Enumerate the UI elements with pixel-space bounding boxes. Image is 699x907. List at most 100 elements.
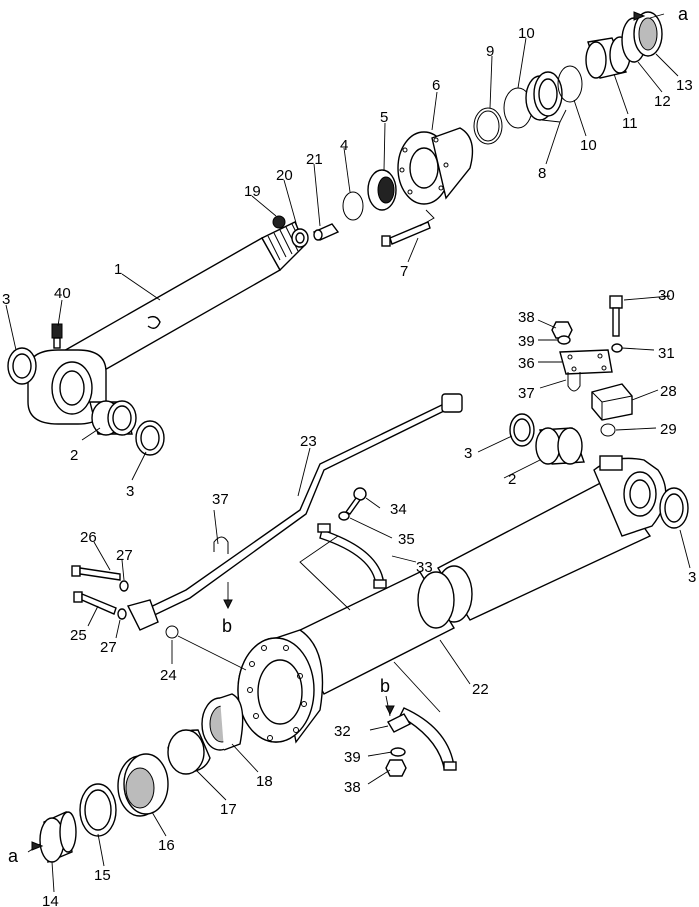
label-40: 40	[54, 285, 71, 302]
label-29: 29	[660, 421, 677, 438]
pipe-23	[126, 393, 463, 631]
bushing-11	[585, 36, 631, 79]
dust-seal-3-lower-right	[659, 487, 689, 529]
label-a-upper: a	[678, 4, 689, 24]
cushion-14	[39, 810, 77, 864]
label-23: 23	[300, 433, 317, 450]
label-2-lower: 2	[508, 471, 516, 488]
washer-31	[611, 343, 623, 353]
label-25: 25	[70, 627, 87, 644]
washer-27-upper	[119, 580, 129, 592]
label-30: 30	[658, 287, 675, 304]
label-33: 33	[416, 559, 433, 576]
dust-seal-3-upper-right	[135, 420, 165, 456]
bushing-2-lower	[535, 427, 585, 465]
u-bolt-37-lower	[213, 536, 229, 554]
ring-15	[79, 783, 117, 837]
label-34: 34	[390, 501, 407, 518]
label-32: 32	[334, 723, 351, 740]
label-24: 24	[160, 667, 177, 684]
label-20: 20	[276, 167, 293, 184]
clamp-33	[317, 523, 387, 589]
nut-19	[272, 215, 286, 229]
grease-fitting-40	[51, 323, 63, 349]
bolt-34	[344, 487, 367, 515]
label-35: 35	[398, 531, 415, 548]
label-9: 9	[486, 43, 494, 60]
label-3-upper-left: 3	[2, 291, 10, 308]
bolt-30	[609, 295, 623, 337]
packing-8	[525, 71, 563, 121]
label-b-pipe: b	[222, 616, 232, 636]
o-ring-29	[600, 423, 616, 437]
label-4: 4	[340, 137, 348, 154]
backup-ring-10-lower	[557, 65, 583, 103]
label-38-lower: 38	[344, 779, 361, 796]
label-26: 26	[80, 529, 97, 546]
label-8: 8	[538, 165, 546, 182]
label-6: 6	[432, 77, 440, 94]
label-7: 7	[400, 263, 408, 280]
label-1: 1	[114, 261, 122, 278]
label-21: 21	[306, 151, 323, 168]
bushing-2-upper	[89, 400, 137, 436]
piston-18	[201, 693, 244, 751]
label-a-lower: a	[8, 846, 19, 866]
label-39-lower: 39	[344, 749, 361, 766]
dust-seal-3-lower-left	[509, 413, 535, 447]
label-13: 13	[676, 77, 693, 94]
bolt-7	[381, 221, 431, 247]
label-16: 16	[158, 837, 175, 854]
label-5: 5	[380, 109, 388, 126]
washer-39-upper	[557, 335, 571, 345]
label-37-lower: 37	[212, 491, 229, 508]
label-3-lower-left: 3	[464, 445, 472, 462]
leader-lines	[5, 13, 691, 893]
ring-17	[167, 729, 211, 775]
piston-16	[117, 753, 169, 817]
ring-9	[473, 107, 503, 145]
cylinder-head-6	[397, 127, 474, 205]
snap-ring-4	[342, 191, 364, 221]
bolt-25	[73, 591, 117, 615]
part-labels: 1 2 2 3 3 3 3 4 5 6 7 8 9 10 10 11 12 13…	[2, 4, 696, 907]
label-3-lower-right: 3	[688, 569, 696, 586]
dust-seal-3-left	[7, 347, 37, 385]
washer-20	[291, 228, 309, 248]
label-2-upper: 2	[70, 447, 78, 464]
label-17: 17	[220, 801, 237, 818]
label-28: 28	[660, 383, 677, 400]
rod-eye-end	[27, 349, 107, 425]
label-36: 36	[518, 355, 535, 372]
washer-39-lower	[390, 747, 406, 757]
label-15: 15	[94, 867, 111, 884]
label-b-clamp: b	[380, 676, 390, 696]
washer-35	[338, 511, 350, 521]
reference-arrows	[31, 11, 646, 851]
cylinder-tube-22	[237, 455, 667, 744]
label-11: 11	[622, 115, 638, 132]
piston-nut-5	[367, 169, 397, 211]
label-22: 22	[472, 681, 489, 698]
clamp-32	[387, 707, 457, 771]
block-28	[591, 383, 633, 421]
label-19: 19	[244, 183, 261, 200]
label-12: 12	[654, 93, 671, 110]
u-bolt-37-upper	[567, 372, 581, 392]
label-18: 18	[256, 773, 273, 790]
label-10-lower: 10	[580, 137, 597, 154]
label-10-upper: 10	[518, 25, 535, 42]
label-31: 31	[658, 345, 675, 362]
bolt-26	[71, 565, 121, 581]
label-27-lower: 27	[100, 639, 117, 656]
pin-21	[312, 223, 340, 241]
o-ring-24	[165, 625, 179, 639]
label-3-upper-right: 3	[126, 483, 134, 500]
label-39-upper: 39	[518, 333, 535, 350]
label-37-upper: 37	[518, 385, 535, 402]
nut-38-lower	[385, 759, 407, 777]
plate-36	[559, 349, 613, 375]
label-38-upper: 38	[518, 309, 535, 326]
label-14: 14	[42, 893, 59, 907]
label-27-upper: 27	[116, 547, 133, 564]
